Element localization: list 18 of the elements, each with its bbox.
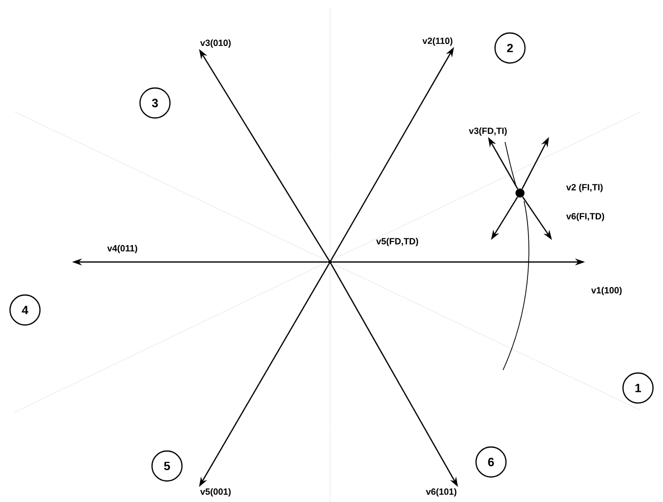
vector-label: v4(011) xyxy=(107,244,138,254)
point xyxy=(328,260,332,264)
vector-label: v3(010) xyxy=(200,39,231,48)
vector-label: v6(FI,TD) xyxy=(566,212,604,222)
sector-number: 2 xyxy=(494,32,526,64)
sector-number: 6 xyxy=(475,446,507,478)
vector-label: v3(FD,TI) xyxy=(468,127,507,136)
sector-number: 3 xyxy=(139,87,171,119)
vector-label: v6(101) xyxy=(426,488,456,497)
vector-label: v2(110) xyxy=(422,37,452,46)
sector-number: 1 xyxy=(622,372,654,404)
vector-label: v2 (FI,TI) xyxy=(566,184,603,192)
point xyxy=(516,188,524,198)
vector-label: v5(FD,TD) xyxy=(376,238,418,246)
sector-number: 5 xyxy=(151,450,183,482)
vector-label: v1(100) xyxy=(591,286,622,296)
sector-number: 4 xyxy=(9,294,41,326)
vector-label: v5(001) xyxy=(200,488,231,497)
